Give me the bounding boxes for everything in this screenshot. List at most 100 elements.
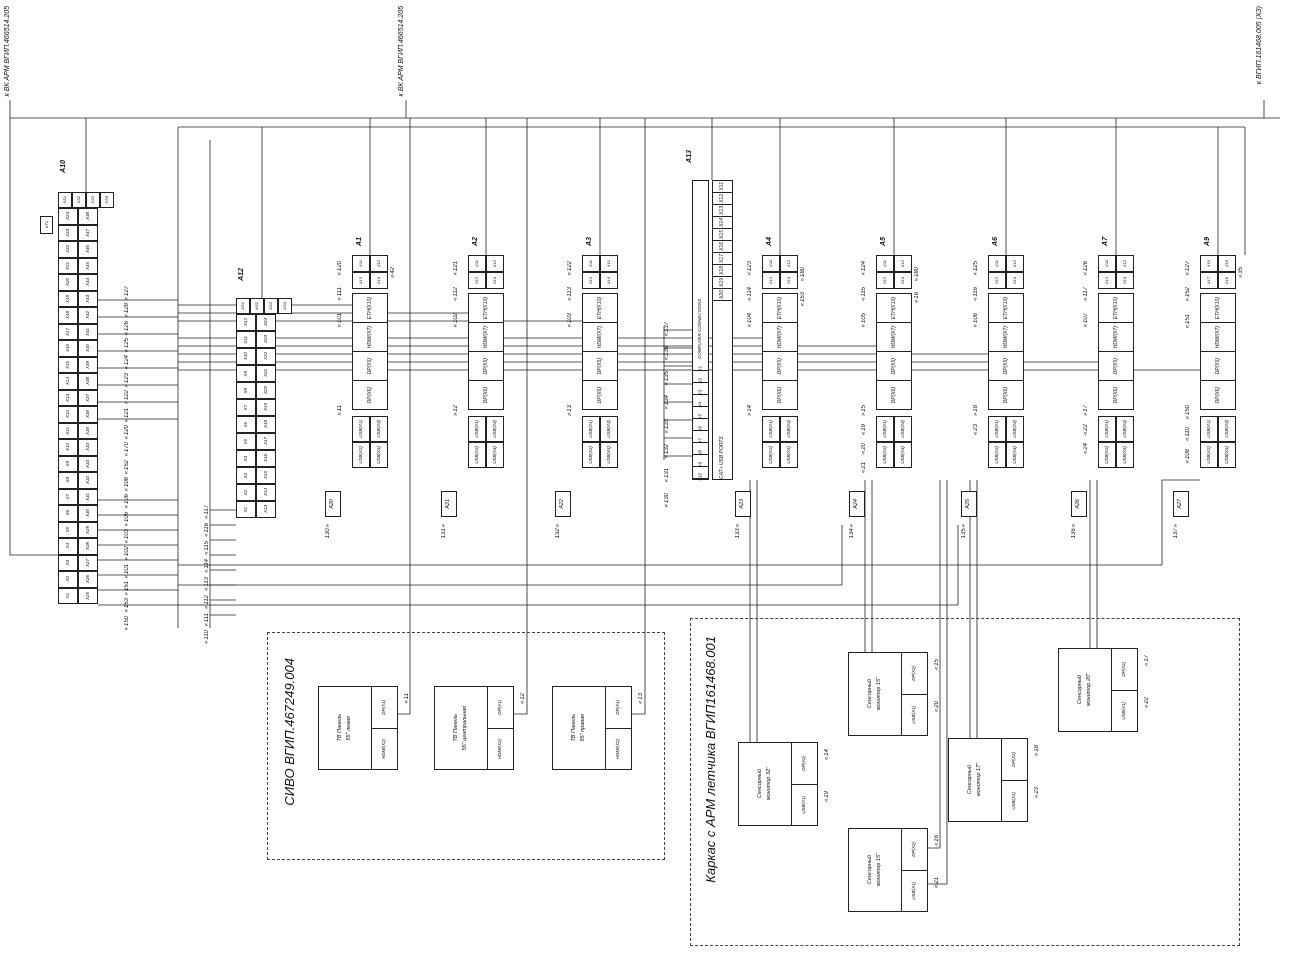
a10-row: X6 X30 <box>58 505 114 522</box>
module-usb-ports: USB(X1) USB(X3) USB(X2) USB(X4) <box>582 416 618 468</box>
pin-cell: X4 <box>693 395 708 407</box>
connector-cell: X44 <box>78 274 98 291</box>
signal-number: 17 <box>1144 655 1150 667</box>
touch-monitor-name: Сенсорный монитор 15" <box>849 653 901 735</box>
dp-port: DP(X2) <box>1112 649 1137 691</box>
a12-header-cell: XG3 <box>264 298 278 314</box>
cable-tag: A23 <box>735 491 751 517</box>
touch-monitor-ports: DP(X2) USB(X1) <box>1001 739 1027 821</box>
external-label-right: к ВГИП.161468.005 (ХЗ) <box>1256 6 1263 84</box>
a10-header-cell: XS1 <box>58 192 72 208</box>
hdmi-port: HDMI(X7) <box>1099 323 1133 352</box>
usb-port: USB(X1) <box>1098 416 1116 442</box>
connector-cell: X32 <box>78 472 98 489</box>
port-label: USB(X1) <box>801 795 807 814</box>
connector-cell: X4 <box>58 538 78 555</box>
a12-row: X9 X21 <box>236 365 292 382</box>
pin-cell: X9 <box>693 455 708 467</box>
port-label: DP(X2) <box>1121 661 1127 677</box>
pin-cell: X12 <box>894 255 912 272</box>
dp-port: DP(X5) <box>583 352 617 381</box>
a10-row: X24 X48 <box>58 208 114 225</box>
port-label: USB(X1) <box>1011 791 1017 810</box>
port-label: DP(X2) <box>801 755 807 771</box>
pin-cell: X12 <box>713 193 732 205</box>
dp-port: DP(X1) <box>606 687 631 729</box>
pin-cell: X16 <box>1218 255 1236 272</box>
connector-cell: X17 <box>58 323 78 340</box>
connector-cell: X28 <box>78 538 98 555</box>
usb-port: USB(X3) <box>486 416 504 442</box>
connector-cell: X24 <box>58 208 78 225</box>
device-name-line: Сенсорный <box>867 679 873 709</box>
connector-cell: X23 <box>58 224 78 241</box>
connector-cell: X34 <box>78 439 98 456</box>
module-top-pins: X11 X12 X13 X14 <box>988 255 1024 289</box>
computer-module: A7 X11 X12 X13 X14 ETH(X10) HDMI(X7) DP(… <box>1071 237 1134 538</box>
usb-port: USB(X1) <box>1112 690 1137 731</box>
dp-port: DP(X5) <box>469 352 503 381</box>
a12-row: X8 X20 <box>236 382 292 399</box>
connector-cell: X21 <box>58 257 78 274</box>
usb-port: USB(X1) <box>468 416 486 442</box>
pin-cell: X14 <box>1006 272 1024 289</box>
dp-port: DP(X2) <box>902 829 927 871</box>
a10-rows: X24 X48 X23 X47 X22 X46 X21 X45 X20 X44 … <box>58 208 114 604</box>
computer-module: A4 X11 X12 X13 X14 ETH(X10) HDMI(X7) DP(… <box>735 237 806 538</box>
a10-row: X15 X39 <box>58 356 114 373</box>
a10-header-cell: XS4 <box>100 192 114 208</box>
connector-cell: X35 <box>78 422 98 439</box>
connector-cell: X8 <box>58 472 78 489</box>
a12-row: X1 X13 <box>236 501 292 518</box>
external-label-right-text: к ВГИП.161468.005 (ХЗ) <box>1256 6 1263 85</box>
touch-monitor-ports: DP(X2) USB(X1) <box>1111 649 1137 731</box>
usb-port: USB(X4) <box>486 442 504 468</box>
a10-row: X21 X45 <box>58 257 114 274</box>
connector-cell: X45 <box>78 257 98 274</box>
connector-cell: X2 <box>236 484 256 501</box>
signal-number: 22 <box>1144 697 1150 709</box>
device-name-line: монитор 17" <box>975 763 982 797</box>
a12-row: X11 X23 <box>236 331 292 348</box>
connector-cell: X24 <box>256 314 276 331</box>
usb-port: USB(X3) <box>780 416 798 442</box>
module-usb-ports: USB(X1) USB(X3) USB(X2) USB(X4) <box>352 416 388 468</box>
pin-cell: X13 <box>1098 272 1116 289</box>
connector-cell: X47 <box>78 224 98 241</box>
pin-cell: X13 <box>352 272 370 289</box>
connector-cell: X1 <box>58 587 78 604</box>
pin-cell: X11 <box>468 255 486 272</box>
dp-port: DP(X5) <box>1099 352 1133 381</box>
connector-cell: X18 <box>256 416 276 433</box>
pin-cell: X18 <box>713 265 732 277</box>
a12-header-cell: XG1 <box>236 298 250 314</box>
a12-row: X10 X22 <box>236 348 292 365</box>
a12-row: X3 X15 <box>236 467 292 484</box>
usb-port: USB(X2) <box>468 442 486 468</box>
connector-cell: X20 <box>58 274 78 291</box>
connector-cell: X17 <box>256 433 276 450</box>
pin-cell: X12 <box>1006 255 1024 272</box>
connector-cell: X26 <box>78 571 98 588</box>
eth-port: ETH(X10) <box>1201 294 1235 323</box>
pin-cell: X15 <box>1200 255 1218 272</box>
cable-tag: A24 <box>849 491 865 517</box>
pin-cell: X2 <box>693 371 708 383</box>
touch-monitor-ports: DP(X2) USB(X1) <box>901 653 927 735</box>
tv-panel-ports: DP(X1) HDMI(X2) <box>487 687 513 769</box>
connector-cell: X43 <box>78 290 98 307</box>
port-label: USB(X1) <box>911 881 917 900</box>
connector-cell: X40 <box>78 340 98 357</box>
pin-cell: X1 <box>693 359 708 371</box>
external-label-mid-text: к ВК АРМ ВГИП.466514.205 <box>398 6 405 97</box>
signal-number: 18 <box>1034 745 1040 757</box>
external-label-left-text: к ВК АРМ ВГИП.466514.205 <box>4 6 11 97</box>
hdmi-port: HDMI(X7) <box>353 323 387 352</box>
a12-row: X6 X18 <box>236 416 292 433</box>
pin-cell: X13 <box>582 272 600 289</box>
touch-monitor: Сенсорный монитор 17" DP(X2) USB(X1) 18 … <box>948 738 1040 822</box>
a10-row: X11 X35 <box>58 422 114 439</box>
